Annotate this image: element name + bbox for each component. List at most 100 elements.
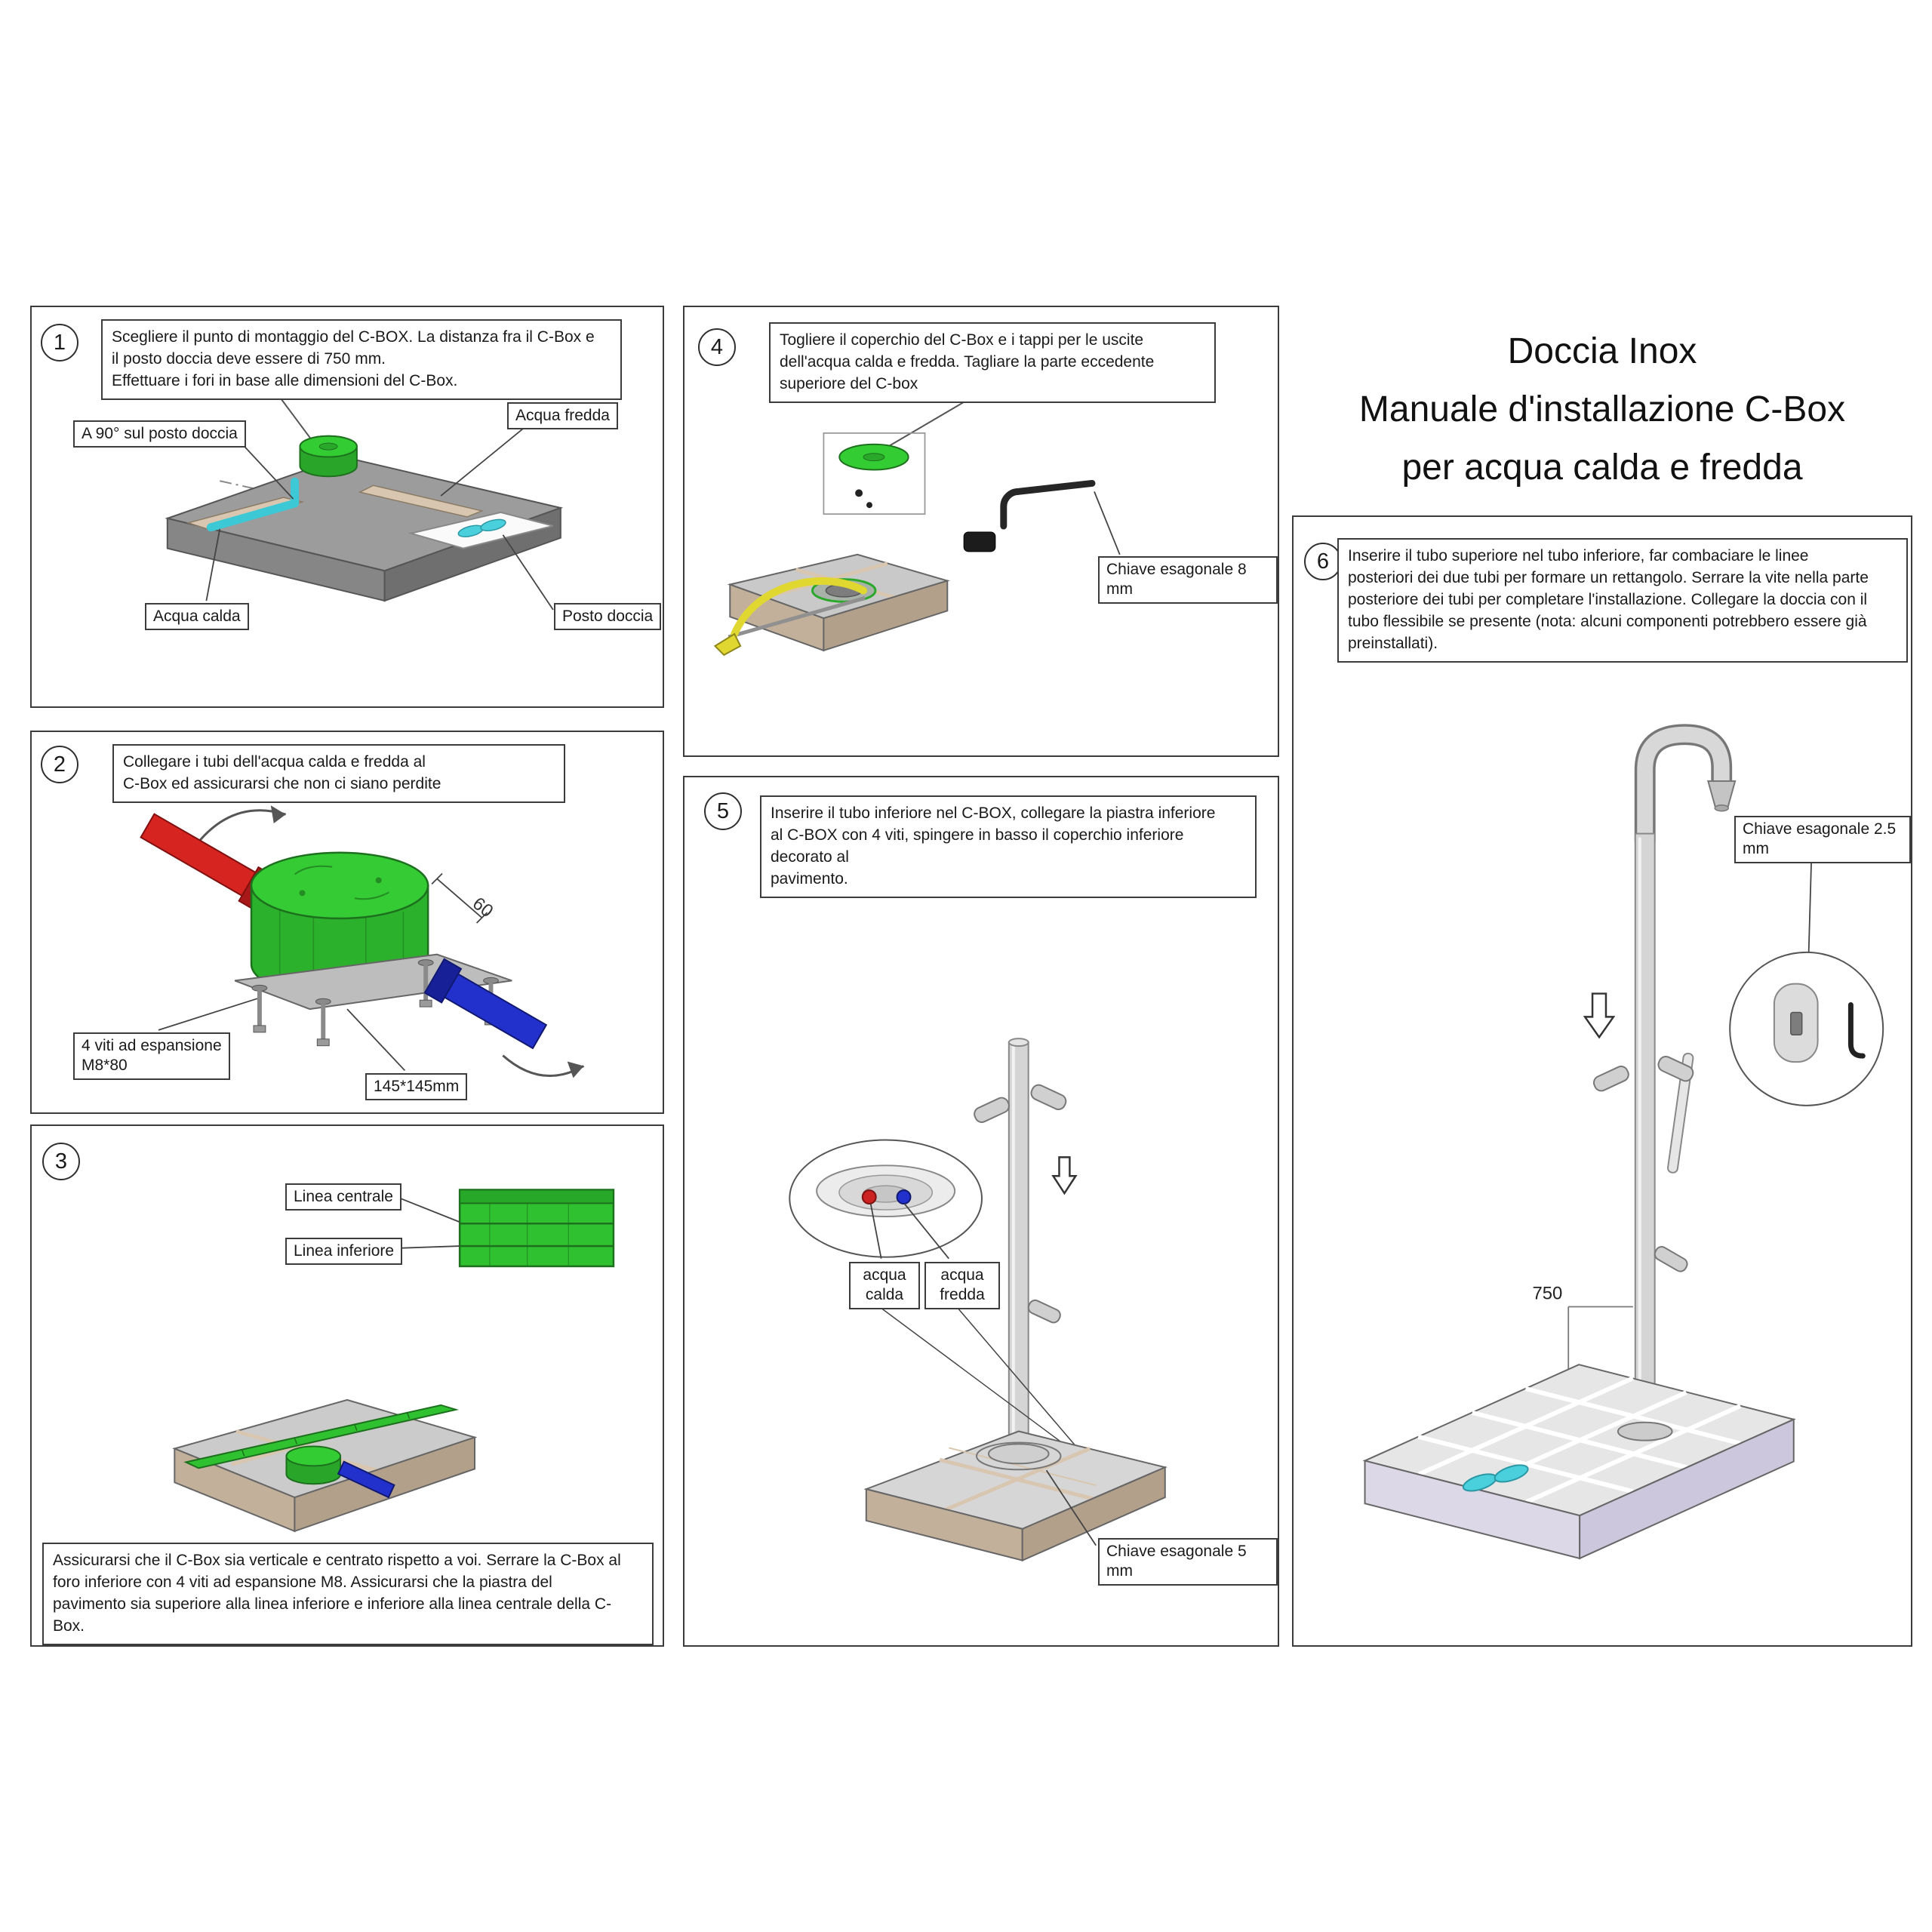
step-3-instruction: Assicurarsi che il C-Box sia verticale e…: [42, 1543, 654, 1645]
label-center-line: Linea centrale: [285, 1183, 401, 1211]
expansion-bolt: [315, 998, 331, 1047]
cold-water-pipe: [337, 1460, 395, 1499]
title-line-3: per acqua calda e fredda: [1401, 447, 1803, 488]
outlet-connector: [1654, 1246, 1688, 1272]
leader-line: [502, 534, 554, 611]
down-arrow-icon: [1051, 1156, 1078, 1195]
shower-head: [1707, 780, 1737, 809]
label-hot-water: Acqua calda: [145, 603, 249, 631]
leader-line: [346, 1008, 406, 1072]
floor-slab: [172, 1398, 478, 1533]
step-5-number: 5: [704, 792, 742, 830]
step-1-panel: 1 Scegliere il punto di montaggio del C-…: [30, 306, 664, 708]
step-3-illustration: [172, 1189, 615, 1533]
detail-circle: [789, 1139, 983, 1258]
down-arrow-icon: [1583, 992, 1616, 1039]
step-2-panel: 60 2 Collegare i tubi dell'acqua calda e…: [30, 731, 664, 1114]
knob: [974, 1097, 1010, 1123]
rotate-arrow: [192, 805, 287, 849]
step-4-instruction: Togliere il coperchio del C-Box e i tapp…: [769, 322, 1216, 403]
dimension-60-text: 60: [469, 894, 497, 922]
expansion-bolt: [251, 984, 268, 1033]
outlet-connector: [1027, 1299, 1061, 1324]
leader-line: [882, 398, 971, 451]
step-4-panel: 4 Togliere il coperchio del C-Box e i ta…: [683, 306, 1279, 757]
step-5-panel: 5 Inserire il tubo inferiore nel C-BOX, …: [683, 776, 1279, 1647]
step-2-instruction: Collegare i tubi dell'acqua calda e fred…: [112, 744, 565, 803]
base-flange: [1617, 1421, 1673, 1441]
knob: [1592, 1066, 1629, 1092]
step-5-instruction: Inserire il tubo inferiore nel C-BOX, co…: [760, 795, 1257, 898]
leader-line: [869, 1203, 882, 1259]
hacksaw-icon: [713, 577, 868, 657]
c-box-front-view: [458, 1189, 615, 1268]
rotate-arrow: [502, 1054, 585, 1078]
base-platform: [1362, 1364, 1796, 1560]
leader-line: [205, 528, 221, 601]
label-hex-key-2-5: Chiave esagonale 2.5 mm: [1734, 816, 1911, 863]
step-6-panel: 750: [1292, 515, 1912, 1647]
dimension-60: 60: [431, 872, 497, 924]
leader-line: [1094, 491, 1121, 555]
shower-column: [1634, 724, 1737, 1435]
shower-plate: [408, 511, 554, 549]
label-hex-key-8: Chiave esagonale 8 mm: [1098, 556, 1278, 604]
rubber-cap: [963, 531, 996, 552]
level-beam: [183, 1404, 460, 1469]
label-hot-water: acqua calda: [849, 1262, 920, 1309]
step-3-number: 3: [42, 1143, 80, 1180]
water-pipe: [206, 477, 299, 532]
detail-circle: [1729, 951, 1884, 1106]
set-screw: [1790, 1011, 1803, 1036]
allen-key-icon: [1847, 1002, 1866, 1059]
dimension-750-text: 750: [1532, 1284, 1562, 1304]
c-box: [285, 1445, 342, 1485]
step-2-illustration: 60: [140, 805, 585, 1078]
cold-port: [896, 1189, 912, 1205]
leader-line: [1045, 1469, 1097, 1546]
feet-outline: [1462, 1464, 1529, 1492]
step-6-illustration: 750: [1362, 724, 1884, 1560]
plug-dot: [855, 489, 863, 497]
knob: [1030, 1084, 1067, 1110]
cold-water-pipe: [423, 958, 548, 1050]
step-3-panel: 3 Linea centrale Linea inferiore Assicur…: [30, 1124, 664, 1647]
label-shower-spot: Posto doccia: [554, 603, 662, 631]
label-cold-water: Acqua fredda: [507, 402, 618, 430]
label-plate-size: 145*145mm: [365, 1073, 468, 1101]
lower-tube: [1008, 1038, 1029, 1459]
lid-frame: [823, 432, 926, 515]
leader-line: [158, 998, 258, 1031]
step-5-illustration: [789, 1038, 1168, 1562]
allen-key-icon: [1000, 479, 1096, 530]
label-angle-90: A 90° sul posto doccia: [73, 420, 246, 448]
step-6-instruction: Inserire il tubo superiore nel tubo infe…: [1337, 538, 1908, 663]
hand-shower-wand: [1667, 1052, 1694, 1174]
page-title: Doccia Inox Manuale d'installazione C-Bo…: [1292, 323, 1912, 497]
step-1-number: 1: [41, 324, 78, 361]
foot-outline: [480, 518, 506, 532]
leader-line: [903, 1203, 949, 1260]
step-2-number: 2: [41, 746, 78, 783]
leader-line: [393, 1195, 460, 1223]
base-platform: [863, 1430, 1168, 1562]
step-4-number: 4: [698, 328, 736, 366]
title-line-1: Doccia Inox: [1507, 331, 1697, 371]
step-1-instruction: Scegliere il punto di montaggio del C-BO…: [101, 319, 622, 400]
label-expansion-screws: 4 viti ad espansione M8*80: [73, 1032, 230, 1080]
step-6-number: 6: [1304, 543, 1342, 580]
hot-port: [861, 1189, 877, 1205]
knob: [1657, 1055, 1694, 1082]
leader-line: [440, 425, 528, 497]
leader-line: [1807, 847, 1813, 952]
leader-line: [957, 1307, 1087, 1459]
c-box: [250, 851, 429, 998]
c-box: [299, 435, 358, 478]
step-4-illustration: [713, 398, 1121, 657]
label-cold-water: acqua fredda: [924, 1262, 1000, 1309]
leader-line: [393, 1245, 460, 1249]
step-1-illustration: [165, 396, 564, 611]
label-hex-key-5: Chiave esagonale 5 mm: [1098, 1538, 1278, 1586]
c-box-lid: [838, 443, 909, 471]
